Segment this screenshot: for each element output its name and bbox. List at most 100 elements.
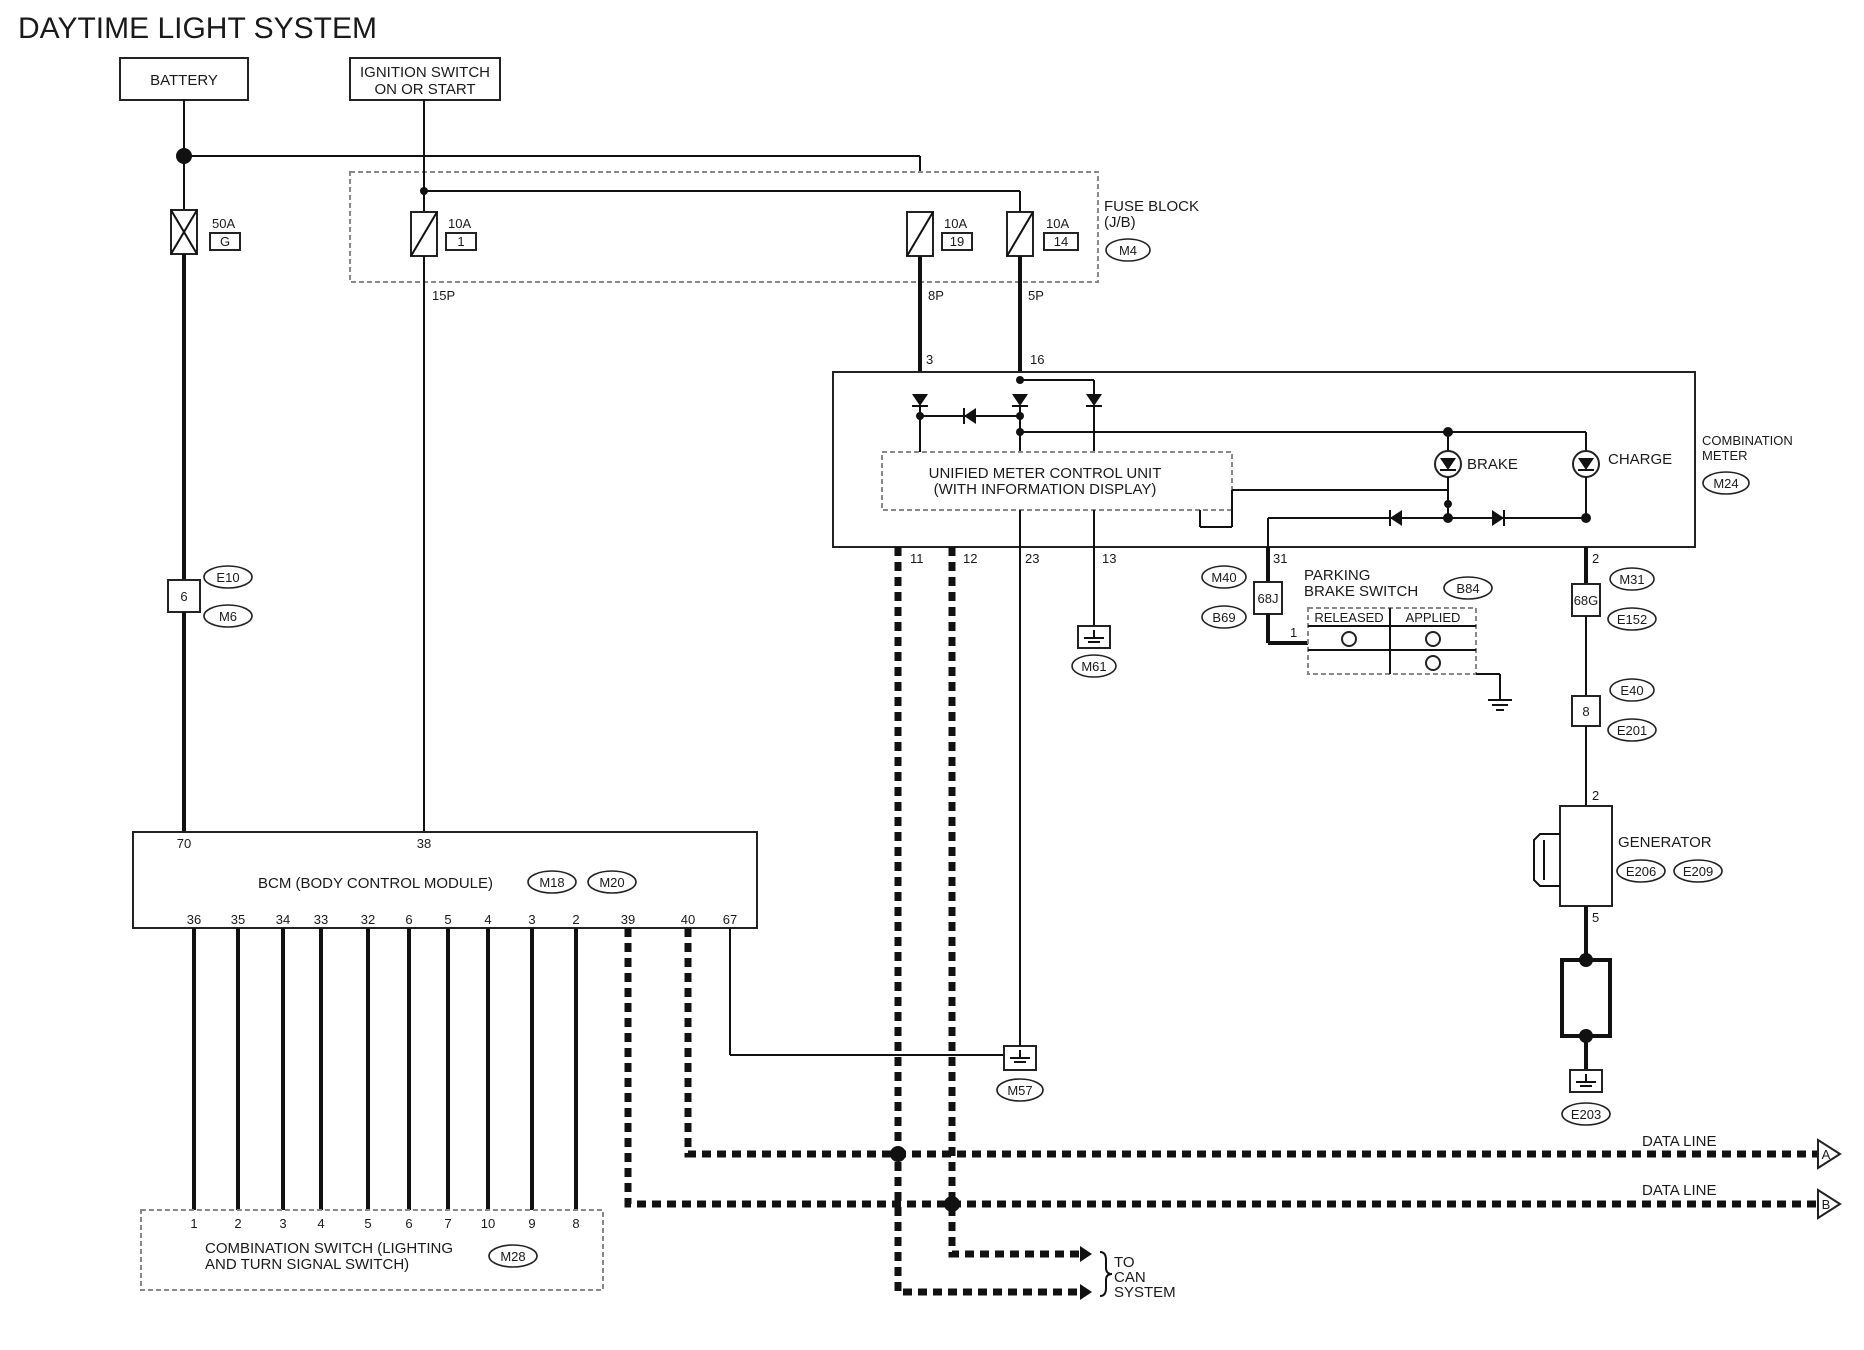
generator-conn-e206: E206 bbox=[1626, 864, 1656, 879]
data-line-a-label: DATA LINE bbox=[1642, 1133, 1716, 1150]
bcm-to-switch-wires bbox=[192, 928, 578, 1210]
meter-pin-11: 11 bbox=[910, 551, 924, 566]
ground-e203-label: E203 bbox=[1571, 1107, 1601, 1122]
brake-lamp: BRAKE bbox=[1434, 450, 1518, 518]
connector-6-pin: 6 bbox=[180, 589, 187, 604]
fuse-1-id: 1 bbox=[457, 234, 464, 249]
ground-m61: M61 bbox=[1071, 625, 1117, 678]
bcm-pin-6: 6 bbox=[405, 912, 412, 927]
bcm-pin-5: 5 bbox=[444, 912, 451, 927]
parking-brake-pin-1: 1 bbox=[1290, 625, 1297, 640]
generator-ground-strap bbox=[1560, 958, 1612, 1038]
connector-m31-e152: 68G M31 E152 bbox=[1571, 567, 1657, 631]
fuse-14-pin: 5P bbox=[1028, 288, 1044, 303]
bcm-label: BCM (BODY CONTROL MODULE) bbox=[258, 875, 493, 892]
bcm-module: 70 38 BCM (BODY CONTROL MODULE) M18 M20 bbox=[132, 831, 758, 929]
parking-brake-label-2: BRAKE SWITCH bbox=[1304, 583, 1418, 600]
parking-brake-applied: APPLIED bbox=[1406, 610, 1461, 625]
main-fuse-id: G bbox=[220, 234, 230, 249]
brake-lamp-label: BRAKE bbox=[1467, 456, 1518, 473]
combination-switch-label-1: COMBINATION SWITCH (LIGHTING bbox=[205, 1240, 453, 1257]
bcm-pin-33: 33 bbox=[314, 912, 328, 927]
meter-pin-2: 2 bbox=[1592, 551, 1599, 566]
bcm-pin-67: 67 bbox=[723, 912, 737, 927]
fuse-block-label-1: FUSE BLOCK bbox=[1104, 198, 1199, 215]
meter-pin-3: 3 bbox=[926, 352, 933, 367]
switch-pin-2: 2 bbox=[234, 1216, 241, 1231]
can-data-lines bbox=[624, 547, 1820, 1300]
bcm-pin-36: 36 bbox=[187, 912, 201, 927]
main-fuse-rating: 50A bbox=[212, 216, 235, 231]
connector-m31: M31 bbox=[1619, 572, 1644, 587]
fuse-14-rating: 10A bbox=[1046, 216, 1069, 231]
bcm-pin-4: 4 bbox=[484, 912, 491, 927]
connector-b69: B69 bbox=[1212, 610, 1235, 625]
connector-e40-e201: 8 E40 E201 bbox=[1571, 678, 1657, 742]
connector-m6: M6 bbox=[219, 609, 237, 624]
fuse-10a-19: 10A 19 8P bbox=[906, 211, 973, 303]
switch-pin-10: 10 bbox=[481, 1216, 495, 1231]
parking-brake-switch: PARKING BRAKE SWITCH B84 RELEASED APPLIE… bbox=[1304, 567, 1512, 711]
generator-pin-5: 5 bbox=[1592, 910, 1599, 925]
bcm-connector-m20: M20 bbox=[599, 875, 624, 890]
umcu-label-2: (WITH INFORMATION DISPLAY) bbox=[934, 481, 1157, 498]
connector-m40: M40 bbox=[1211, 570, 1236, 585]
umcu-label-1: UNIFIED METER CONTROL UNIT bbox=[929, 465, 1162, 482]
unified-meter-control-unit bbox=[881, 451, 1233, 511]
switch-pin-3: 3 bbox=[279, 1216, 286, 1231]
ground-m57: M57 bbox=[996, 1045, 1044, 1102]
diagram-title: DAYTIME LIGHT SYSTEM bbox=[18, 12, 377, 45]
connector-e40: E40 bbox=[1620, 683, 1643, 698]
ignition-label-1: IGNITION SWITCH bbox=[360, 64, 490, 81]
bcm-pin-34: 34 bbox=[276, 912, 290, 927]
generator-label: GENERATOR bbox=[1618, 834, 1712, 851]
combination-meter-label-2: METER bbox=[1702, 448, 1748, 463]
fuse-19-rating: 10A bbox=[944, 216, 967, 231]
charge-lamp: CHARGE bbox=[1572, 450, 1672, 518]
fuse-14-id: 14 bbox=[1054, 234, 1068, 249]
switch-pin-7: 7 bbox=[444, 1216, 451, 1231]
can-label-2: CAN bbox=[1114, 1269, 1146, 1286]
connector-e152: E152 bbox=[1617, 612, 1647, 627]
combination-meter-label-1: COMBINATION bbox=[1702, 433, 1793, 448]
bcm-pin-35: 35 bbox=[231, 912, 245, 927]
bcm-pin-3: 3 bbox=[528, 912, 535, 927]
combination-switch-label-2: AND TURN SIGNAL SWITCH) bbox=[205, 1256, 409, 1273]
meter-pin-23: 23 bbox=[1025, 551, 1039, 566]
connector-8-pin: 8 bbox=[1582, 704, 1589, 719]
switch-pin-1: 1 bbox=[190, 1216, 197, 1231]
main-fuse-50a: 50A G bbox=[170, 156, 241, 255]
battery-label: BATTERY bbox=[150, 72, 218, 89]
data-line-b-label: DATA LINE bbox=[1642, 1182, 1716, 1199]
connector-68g: 68G bbox=[1574, 593, 1599, 608]
connector-68j: 68J bbox=[1258, 591, 1279, 606]
ground-m57-label: M57 bbox=[1007, 1083, 1032, 1098]
fuse-block-connector: M4 bbox=[1119, 243, 1137, 258]
switch-pin-5: 5 bbox=[364, 1216, 371, 1231]
fuse-10a-1: 10A 1 15P bbox=[410, 211, 477, 303]
switch-pin-9: 9 bbox=[528, 1216, 535, 1231]
meter-pin-13: 13 bbox=[1102, 551, 1116, 566]
combination-switch-connector: M28 bbox=[500, 1249, 525, 1264]
meter-internal-circuit bbox=[912, 376, 1587, 456]
connector-e10: E10 bbox=[216, 570, 239, 585]
ignition-label-2: ON OR START bbox=[374, 81, 475, 98]
switch-pin-6: 6 bbox=[405, 1216, 412, 1231]
meter-pin-12: 12 bbox=[963, 551, 977, 566]
switch-pin-4: 4 bbox=[317, 1216, 324, 1231]
connector-m40-b69: 68J M40 B69 bbox=[1201, 565, 1283, 629]
bcm-pin-32: 32 bbox=[361, 912, 375, 927]
connector-e10-m6: 6 E10 M6 bbox=[167, 565, 253, 628]
fuse-19-pin: 8P bbox=[928, 288, 944, 303]
meter-pin-16: 16 bbox=[1030, 352, 1044, 367]
battery-source: BATTERY bbox=[119, 57, 249, 101]
can-label-1: TO bbox=[1114, 1254, 1135, 1271]
bcm-pin-70: 70 bbox=[177, 836, 191, 851]
bcm-connector-m18: M18 bbox=[539, 875, 564, 890]
generator: GENERATOR E206 E209 5 bbox=[1533, 805, 1723, 925]
fuse-1-rating: 10A bbox=[448, 216, 471, 231]
bcm-pin-40: 40 bbox=[681, 912, 695, 927]
